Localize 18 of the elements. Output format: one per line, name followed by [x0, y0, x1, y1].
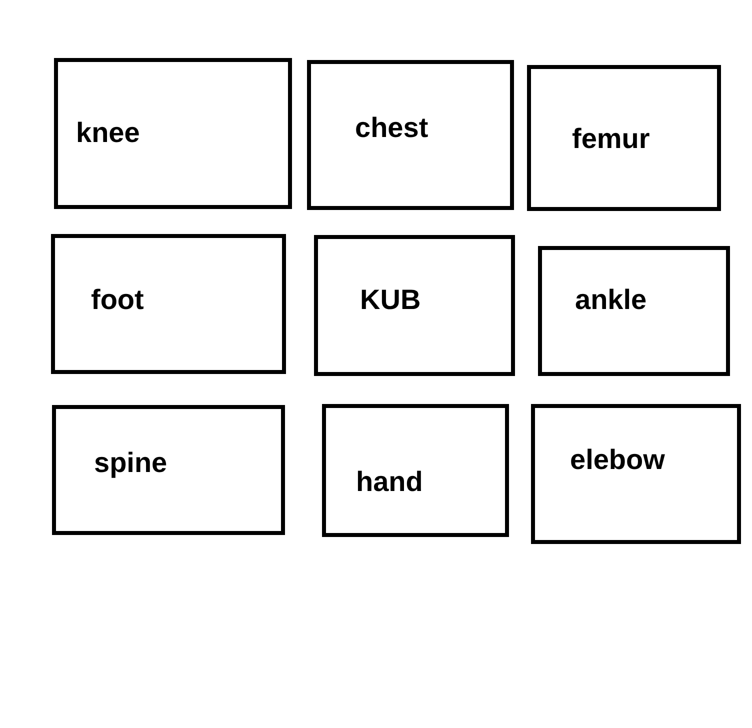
box-label: femur — [572, 123, 650, 155]
box-label: spine — [94, 447, 168, 479]
box-label: KUB — [360, 284, 421, 316]
box-label: foot — [91, 284, 144, 316]
box-label: knee — [76, 117, 140, 149]
box-label: chest — [355, 112, 428, 144]
text-box — [314, 235, 515, 376]
text-box — [307, 60, 514, 210]
box-label: elebow — [570, 444, 665, 476]
text-box — [527, 65, 721, 211]
text-box — [531, 404, 741, 544]
text-box — [51, 234, 286, 374]
box-label: hand — [356, 466, 423, 498]
text-box — [538, 246, 730, 376]
text-box — [54, 58, 292, 209]
text-box — [52, 405, 285, 535]
text-box — [322, 404, 509, 537]
box-label: ankle — [575, 284, 647, 316]
